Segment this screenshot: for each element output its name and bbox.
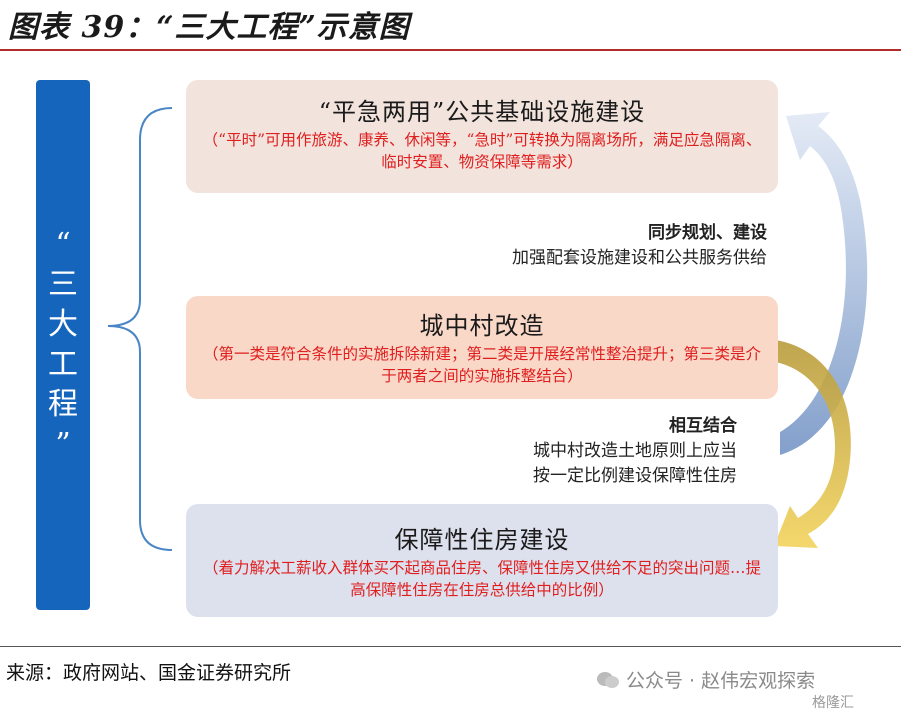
source-note: 来源：政府网站、国金证券研究所 (6, 662, 292, 684)
bar-char: 工 (48, 347, 78, 382)
box-affordable-housing: 保障性住房建设 （着力解决工薪收入群体买不起商品住房、保障性住房又供给不足的突出… (186, 504, 778, 617)
link-line: 城中村改造土地原则上应当 (533, 441, 737, 461)
link-title: 同步规划、建设 (648, 223, 767, 243)
bar-char: “ (55, 227, 71, 262)
figure-title: 图表 39：“三大工程”示意图 (8, 10, 410, 45)
box-description: （“平时”可用作旅游、康养、休闲等，“急时”可转换为隔离场所，满足应急隔离、临时… (202, 131, 762, 171)
wechat-icon (597, 671, 619, 688)
link-note-sync: 同步规划、建设 加强配套设施建设和公共服务供给 (512, 221, 767, 271)
link-note-combine: 相互结合 城中村改造土地原则上应当 按一定比例建设保障性住房 (533, 414, 737, 489)
box-heading: 城中村改造 (419, 312, 545, 340)
title-rule (0, 49, 901, 51)
box-urban-village-renovation: 城中村改造 （第一类是符合条件的实施拆除新建；第二类是开展经常性整治提升；第三类… (186, 296, 778, 399)
watermark: 公众号 · 赵伟宏观探索 (596, 666, 815, 693)
curly-brace (107, 107, 173, 551)
box-heading: “平急两用”公共基础设施建设 (318, 98, 646, 126)
gold-arrow (774, 340, 851, 548)
corner-brand: 格隆汇 (812, 695, 854, 711)
box-description: （着力解决工薪收入群体买不起商品住房、保障性住房又供给不足的突出问题…提高保障性… (202, 559, 761, 599)
bar-char: 程 (48, 387, 78, 422)
bar-char: ” (55, 427, 71, 462)
blue-arrow (780, 112, 868, 455)
three-projects-bar: “ 三 大 工 程 ” (36, 80, 90, 610)
bar-char: 三 (48, 267, 78, 302)
box-heading: 保障性住房建设 (394, 526, 570, 554)
box-dual-use-infrastructure: “平急两用”公共基础设施建设 （“平时”可用作旅游、康养、休闲等，“急时”可转换… (186, 80, 778, 193)
box-description: （第一类是符合条件的实施拆除新建；第二类是开展经常性整治提升；第三类是介于两者之… (202, 345, 761, 385)
link-title: 相互结合 (669, 416, 737, 436)
watermark-text: 公众号 · 赵伟宏观探索 (626, 670, 816, 692)
link-line: 按一定比例建设保障性住房 (533, 466, 737, 486)
footer-rule (0, 646, 901, 647)
link-line: 加强配套设施建设和公共服务供给 (512, 248, 767, 268)
bar-char: 大 (48, 307, 78, 342)
